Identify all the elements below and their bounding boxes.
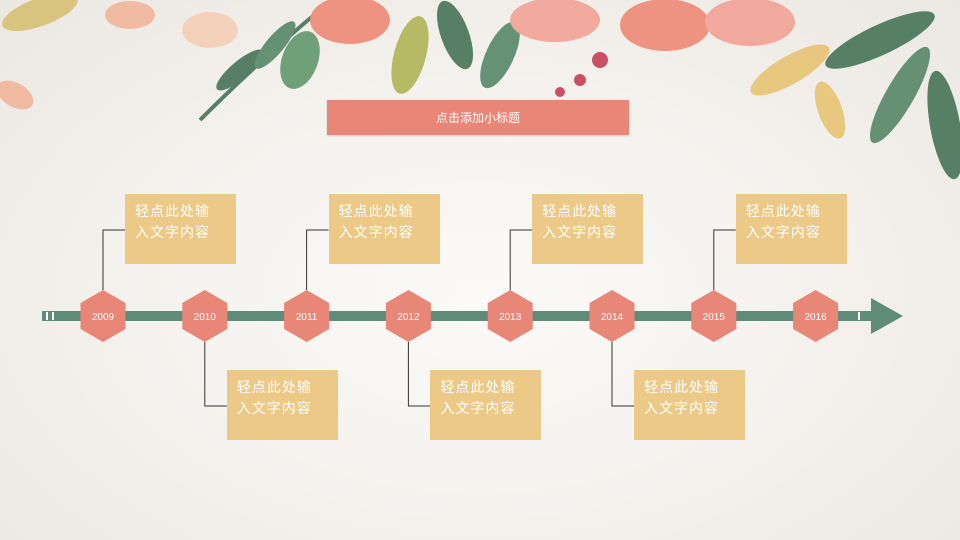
subtitle-banner[interactable]: 点击添加小标题 <box>327 100 629 135</box>
year-hexagon <box>793 290 839 342</box>
event-textbox[interactable]: 轻点此处输入文字内容 <box>328 194 440 264</box>
event-text-line2: 入文字内容 <box>135 225 210 241</box>
event-text-line1: 轻点此处输 <box>338 204 414 220</box>
year-label: 2013 <box>499 312 522 323</box>
year-label: 2011 <box>296 312 318 323</box>
event-text-line1: 轻点此处输 <box>745 204 821 220</box>
event-text-line1: 轻点此处输 <box>236 380 312 396</box>
event-textbox[interactable]: 轻点此处输入文字内容 <box>634 370 745 440</box>
hexagons: 2009 2010 2011 2012 2013 2014 2015 2016 <box>80 290 839 342</box>
connector-line <box>306 229 329 290</box>
event-text-line2: 入文字内容 <box>542 225 618 241</box>
year-hexagon <box>385 290 431 342</box>
event-text-line1: 轻点此处输 <box>644 380 719 396</box>
event-text-line1: 轻点此处输 <box>440 380 516 396</box>
connector-line <box>611 342 634 407</box>
event-text-line2: 入文字内容 <box>644 401 719 417</box>
year-label: 2010 <box>194 312 217 323</box>
year-hexagon <box>182 290 228 342</box>
timeline-bar <box>42 311 872 321</box>
year-label: 2009 <box>92 312 115 323</box>
year-hexagon <box>284 290 330 342</box>
event-text-line2: 入文字内容 <box>338 225 414 241</box>
subtitle-text: 点击添加小标题 <box>435 111 520 125</box>
year-label: 2015 <box>703 312 726 323</box>
event-textbox[interactable]: 轻点此处输入文字内容 <box>532 194 644 264</box>
event-text-line1: 轻点此处输 <box>542 204 618 220</box>
connectors <box>102 229 736 407</box>
year-hexagon <box>691 290 737 342</box>
arrow-right-icon <box>871 298 903 334</box>
year-label: 2014 <box>601 312 624 323</box>
year-hexagon <box>589 290 635 342</box>
year-label: 2012 <box>397 312 420 323</box>
connector-line <box>204 342 227 407</box>
event-textbox[interactable]: 轻点此处输入文字内容 <box>430 370 542 440</box>
event-text-line2: 入文字内容 <box>440 401 516 417</box>
connector-line <box>509 229 533 290</box>
event-text-line2: 入文字内容 <box>745 225 821 241</box>
year-label: 2016 <box>804 312 827 323</box>
connector-line <box>102 229 125 290</box>
year-hexagon <box>487 290 533 342</box>
connector-line <box>713 229 736 290</box>
event-textbox[interactable]: 轻点此处输入文字内容 <box>735 194 847 264</box>
event-textbox[interactable]: 轻点此处输入文字内容 <box>226 370 338 440</box>
event-text-line1: 轻点此处输 <box>135 204 210 220</box>
event-text-line2: 入文字内容 <box>236 401 312 417</box>
year-hexagon <box>80 290 126 342</box>
event-textbox[interactable]: 轻点此处输入文字内容 <box>125 194 236 264</box>
connector-line <box>407 342 431 407</box>
